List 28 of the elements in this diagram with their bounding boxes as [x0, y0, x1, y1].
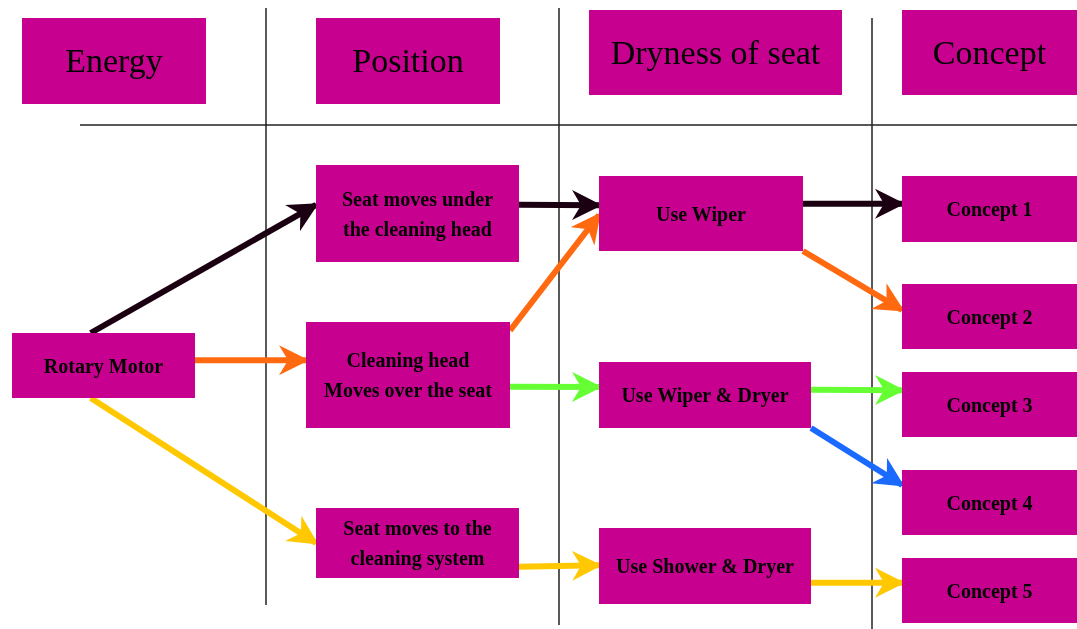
arrow [518, 190, 602, 221]
arrow [507, 212, 602, 333]
process-box: Concept 3 [902, 372, 1077, 437]
process-box: Rotary Motor [12, 333, 195, 398]
column-header-box: Position [316, 18, 500, 104]
process-box: Use Shower & Dryer [599, 528, 811, 604]
arrow [811, 567, 905, 598]
process-box: Seat moves under the cleaning head [316, 165, 519, 262]
process-box: Concept 2 [902, 284, 1077, 349]
arrow [195, 345, 309, 376]
arrow [801, 248, 905, 313]
process-box: Use Wiper & Dryer [599, 362, 811, 428]
column-header-box: Dryness of seat [589, 10, 842, 95]
arrow [803, 188, 905, 219]
arrow [809, 425, 905, 488]
process-box: Concept 1 [902, 176, 1077, 242]
column-header-box: Concept [902, 10, 1077, 95]
process-box: Cleaning head Moves over the seat [306, 322, 510, 428]
arrow [89, 202, 319, 336]
arrow [518, 550, 602, 581]
column-header-box: Energy [22, 18, 206, 104]
process-box: Use Wiper [599, 176, 803, 251]
arrow [89, 395, 319, 546]
arrow [510, 371, 602, 402]
process-box: Concept 5 [902, 558, 1077, 623]
process-box: Concept 4 [902, 470, 1077, 535]
arrow [810, 375, 905, 406]
process-box: Seat moves to the cleaning system [316, 508, 519, 578]
